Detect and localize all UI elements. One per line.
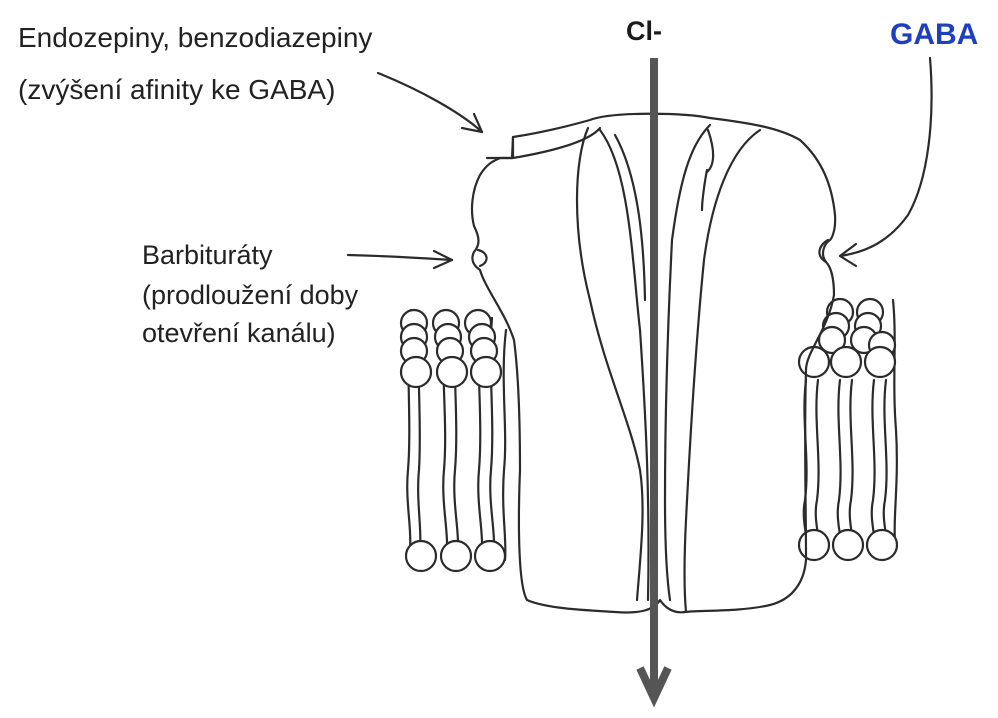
ion-label: Cl-: [626, 16, 662, 47]
barbiturate-label-line3: otevření kanálu): [142, 316, 336, 351]
barbiturate-label-line1: Barbituráty: [142, 238, 273, 273]
modulator-label-line2: (zvýšení afinity ke GABA): [18, 74, 335, 106]
lipid-heads-left-bottom: [406, 541, 505, 571]
annotation-arrows: [348, 58, 932, 268]
ligand-label: GABA: [890, 18, 978, 52]
modulator-label-line1: Endozepiny, benzodiazepiny: [18, 22, 372, 54]
lipid-heads-right-bottom: [799, 530, 897, 560]
barbiturate-label-line2: (prodloužení doby: [142, 278, 358, 313]
lipid-heads-left-top: [401, 310, 501, 387]
lipid-heads-right-top: [799, 299, 895, 377]
ion-flow-arrow: [640, 58, 668, 698]
receptor-subunits: [513, 125, 760, 612]
